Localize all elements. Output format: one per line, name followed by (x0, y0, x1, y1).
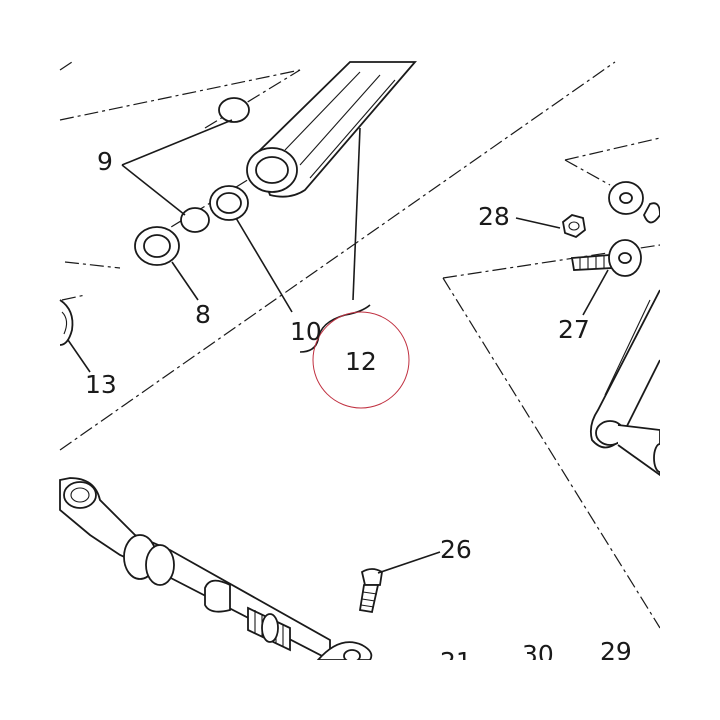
part-10-bushing (209, 185, 249, 221)
label-13: 13 (85, 370, 117, 399)
leader-lines (67, 119, 609, 574)
label-26: 26 (440, 535, 472, 564)
dash-dot-lines (59, 61, 661, 629)
part-26-screw (358, 568, 383, 614)
right-pedal-arm (589, 289, 667, 477)
part-13-partial (59, 299, 74, 346)
label-27: 27 (558, 315, 590, 344)
highlight-circle (312, 311, 410, 409)
part-9-o-ring-upper (218, 97, 250, 123)
label-28: 28 (478, 202, 510, 231)
crop-mask-bottom (0, 660, 720, 720)
lower-shift-shaft (59, 477, 331, 662)
right-washers (608, 181, 661, 224)
part-9-o-ring-lower (180, 207, 210, 233)
crop-mask-right (660, 0, 720, 720)
label-10: 10 (290, 317, 322, 346)
part-8-washer (134, 226, 180, 266)
lower-clamp-part (316, 641, 373, 663)
shift-lever-arm (246, 61, 417, 198)
label-9: 9 (97, 147, 113, 176)
label-12: 12 (345, 347, 377, 376)
label-8: 8 (195, 300, 211, 329)
part-27-rod-end (570, 239, 642, 277)
part-28-nut (562, 214, 586, 239)
